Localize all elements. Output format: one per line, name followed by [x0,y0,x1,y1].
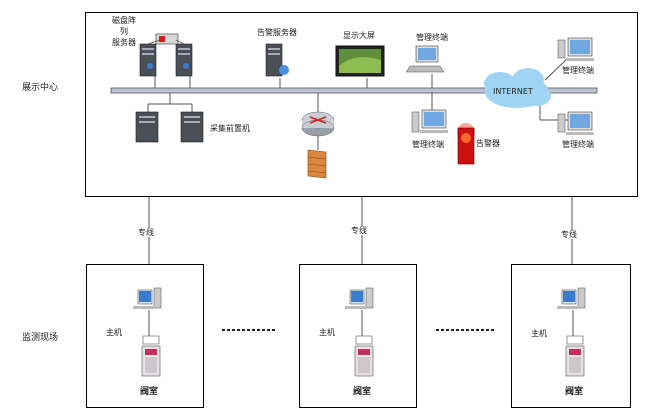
remote-terminal-1-label: 管理终端 [562,66,594,75]
site-1-rtu-icon [141,335,161,377]
router-icon [301,111,335,137]
remote-terminal-2-icon [557,111,594,135]
display-screen-icon [335,45,385,77]
site-3-rtu-icon [565,335,585,377]
site-3-host-label: 主机 [531,329,547,338]
collector-server-icon [135,111,204,143]
site-1-room-label: 阀室 [140,387,159,397]
site-3-frame [511,264,631,408]
link-label-3: 专线 [561,230,577,239]
disk-array-label-3: 服务器 [112,38,136,47]
display-screen-label: 显示大屏 [343,31,375,40]
firewall-icon [307,149,327,179]
mgmt-terminal-local-label: 管理终端 [412,140,444,149]
remote-terminal-1-icon [557,37,594,61]
site-1-host-label: 主机 [106,328,122,337]
disk-array-server-icon [139,33,193,77]
alarm-server-icon [265,43,289,77]
site-2-room-label: 阀室 [353,387,372,397]
collector-label: 采集前置机 [210,124,250,133]
disk-array-label-2: 列 [120,27,128,36]
zone-label-center: 展示中心 [22,83,59,93]
site-3-room-label: 阀室 [565,387,584,397]
alarm-label: 告警器 [476,139,500,148]
site-1-host-pc-icon [133,287,162,309]
display-center-frame [85,12,638,197]
site-2-host-label: 主机 [319,328,335,337]
site-2-host-pc-icon [345,287,374,309]
site-1-frame [86,264,204,408]
remote-terminal-2-label: 管理终端 [562,140,594,149]
mgmt-terminal-top-label: 管理终端 [416,33,448,42]
link-label-2: 专线 [351,226,367,235]
link-label-1: 专线 [138,228,154,237]
internet-label: INTERNET [493,87,533,96]
site-2-frame [299,264,417,408]
alarm-server-label: 告警服务器 [257,28,297,37]
site-3-host-pc-icon [557,287,586,309]
alarm-icon [457,123,475,165]
site-2-rtu-icon [354,335,374,377]
zone-label-field: 监测现场 [22,333,59,343]
mgmt-terminal-local-icon [411,109,448,133]
mgmt-terminal-top-icon [405,45,445,73]
internet-cloud-icon [484,68,551,108]
network-bus [110,87,598,94]
disk-array-label-1: 磁盘阵 [112,16,136,25]
